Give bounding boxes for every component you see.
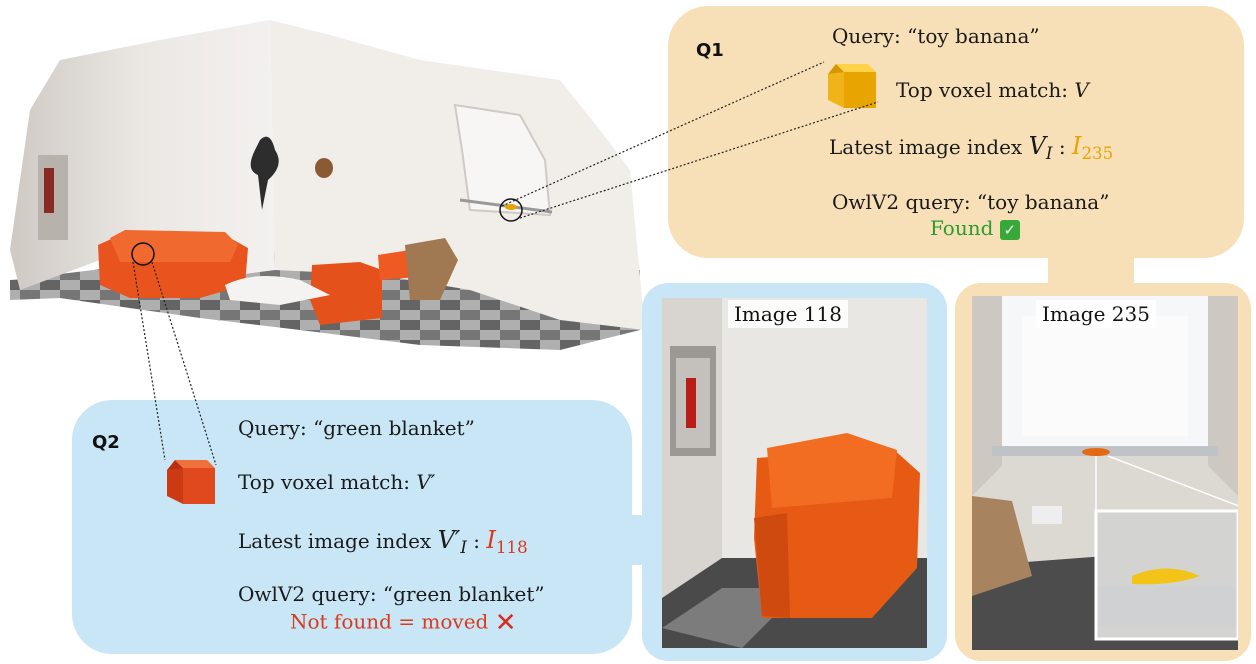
q1-voxel-text: Top voxel match: [896, 78, 1075, 102]
q2-voxel-text: Top voxel match: [238, 470, 417, 494]
q2-label: Q2 [92, 432, 120, 453]
q2-query: Query: “green blanket” [238, 416, 475, 440]
q1-result: Found ✓ [930, 216, 1020, 240]
point-cloud-scene [10, 20, 645, 350]
q1-index-var: V [1028, 132, 1046, 160]
q2-index-var: V′ [437, 526, 461, 554]
q2-image-sub: 118 [495, 538, 528, 557]
q1-voxel-match: Top voxel match: V [896, 78, 1089, 102]
q2-index-text: Latest image index [238, 529, 438, 553]
q2-result: Not found = moved ✕ [290, 608, 517, 638]
q2-voxel-cube-icon [167, 460, 215, 504]
image-235-photo [972, 296, 1238, 650]
q1-index-sub: I [1045, 144, 1053, 163]
check-icon: ✓ [999, 219, 1020, 240]
q2-image-var: I [486, 526, 496, 554]
q1-image-index: Latest image index VI : I235 [829, 132, 1114, 163]
q2-index-sub: I [460, 538, 467, 557]
q2-image-index: Latest image index V′I : I118 [238, 526, 528, 557]
q2-result-text: Not found = moved [290, 609, 489, 634]
cross-icon: ✕ [494, 608, 517, 638]
q2-owl-query: OwlV2 query: “green blanket” [238, 582, 545, 606]
q2-voxel-var: V′ [416, 470, 436, 494]
q1-voxel-cube-icon [828, 64, 876, 108]
q1-voxel-var: V [1074, 78, 1089, 102]
q1-query: Query: “toy banana” [832, 24, 1040, 48]
q1-image-sub: 235 [1081, 144, 1114, 163]
image-118-photo [662, 298, 927, 648]
q1-owl-query: OwlV2 query: “toy banana” [832, 190, 1110, 214]
q2-voxel-match: Top voxel match: V′ [238, 470, 435, 494]
image-235-label: Image 235 [1036, 300, 1156, 328]
q1-label: Q1 [696, 40, 724, 61]
q1-image-var: I [1071, 132, 1082, 160]
q1-index-text: Latest image index [829, 135, 1029, 159]
image-118-label: Image 118 [728, 300, 848, 328]
q1-result-text: Found [930, 216, 994, 240]
